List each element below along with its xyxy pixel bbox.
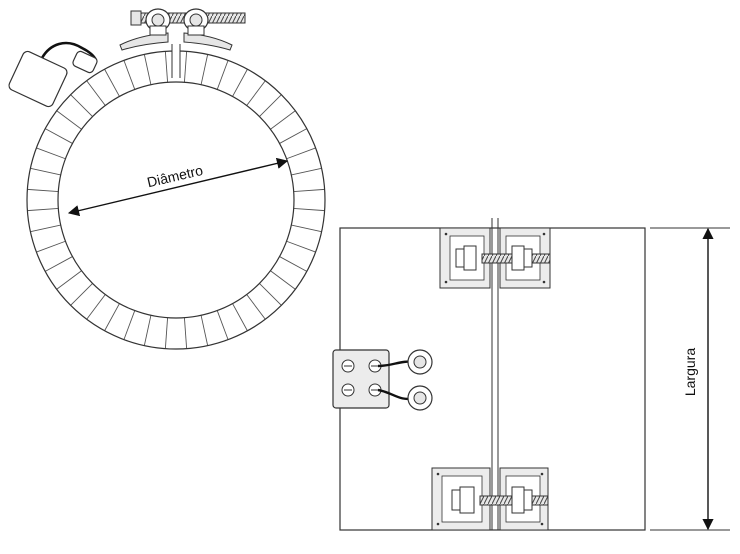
diameter-dimension-arrow (67, 157, 289, 217)
ring-segment-divider (123, 310, 136, 340)
ring-segment-divider (270, 110, 296, 130)
ring-segment-divider (30, 167, 61, 176)
ring-segment-divider (104, 303, 120, 331)
ring-segment-divider (56, 110, 82, 130)
ring-segment-divider (56, 270, 82, 290)
ring-inner-edge (57, 81, 295, 319)
side-view: Largura (332, 218, 730, 531)
ring-gap (172, 42, 180, 78)
ring-segment-divider (293, 207, 325, 212)
width-label: Largura (682, 348, 698, 396)
ring-segment-divider (270, 270, 296, 290)
ring-segment-divider (36, 240, 66, 253)
screw-icon (341, 359, 382, 397)
ring-segment-divider (291, 167, 322, 176)
clamp-strap-right (183, 32, 233, 51)
ring-segment-divider (216, 60, 229, 90)
ring-segment-divider (216, 310, 229, 340)
ring-segment-divider (200, 315, 209, 346)
ring-segment-divider (279, 128, 307, 144)
ring-segment-divider (286, 240, 316, 253)
ring-segment-divider (86, 80, 106, 106)
clamp-bottom (431, 467, 549, 531)
ring-segment-divider (164, 51, 169, 83)
wire-lead-icon (40, 41, 98, 61)
ring-segment-divider (36, 147, 66, 160)
ring-segment-divider (164, 317, 169, 349)
ring-segment-divider (232, 69, 248, 97)
ring-segment-divider (70, 94, 93, 117)
clamp-strap-left (119, 32, 169, 51)
ring-segment-divider (259, 94, 282, 117)
clamp-bolt-icon (130, 8, 246, 36)
terminal-box-icon (8, 41, 98, 108)
ring-segment-divider (293, 188, 325, 193)
ring-segment-divider (104, 69, 120, 97)
ring-segment-divider (291, 224, 322, 233)
ring-segment-divider (246, 294, 266, 320)
ring-segment-divider (123, 60, 136, 90)
ring-segment-divider (232, 303, 248, 331)
ring-segment-divider (143, 315, 152, 346)
ring-segment-divider (246, 80, 266, 106)
ring-segment-divider (200, 54, 209, 85)
ring-view: Diâmetro (8, 8, 326, 350)
diameter-label: Diâmetro (145, 162, 204, 190)
ring-segment-divider (27, 207, 59, 212)
ring-segment-divider (70, 283, 93, 306)
ring-segment-divider (143, 54, 152, 85)
terminal-plate (332, 349, 433, 411)
ring-segment-divider (30, 224, 61, 233)
ring-segment-divider (286, 147, 316, 160)
ring-segment-divider (183, 317, 188, 349)
ring-segment-divider (27, 188, 59, 193)
ring-segment-divider (86, 294, 106, 320)
clamp-top (439, 227, 551, 289)
ring-segment-divider (183, 51, 188, 83)
ring-segments (27, 51, 325, 349)
ring-segment-divider (259, 283, 282, 306)
ring-segment-divider (45, 256, 73, 272)
ring-segment-divider (279, 256, 307, 272)
ring-segment-divider (45, 128, 73, 144)
